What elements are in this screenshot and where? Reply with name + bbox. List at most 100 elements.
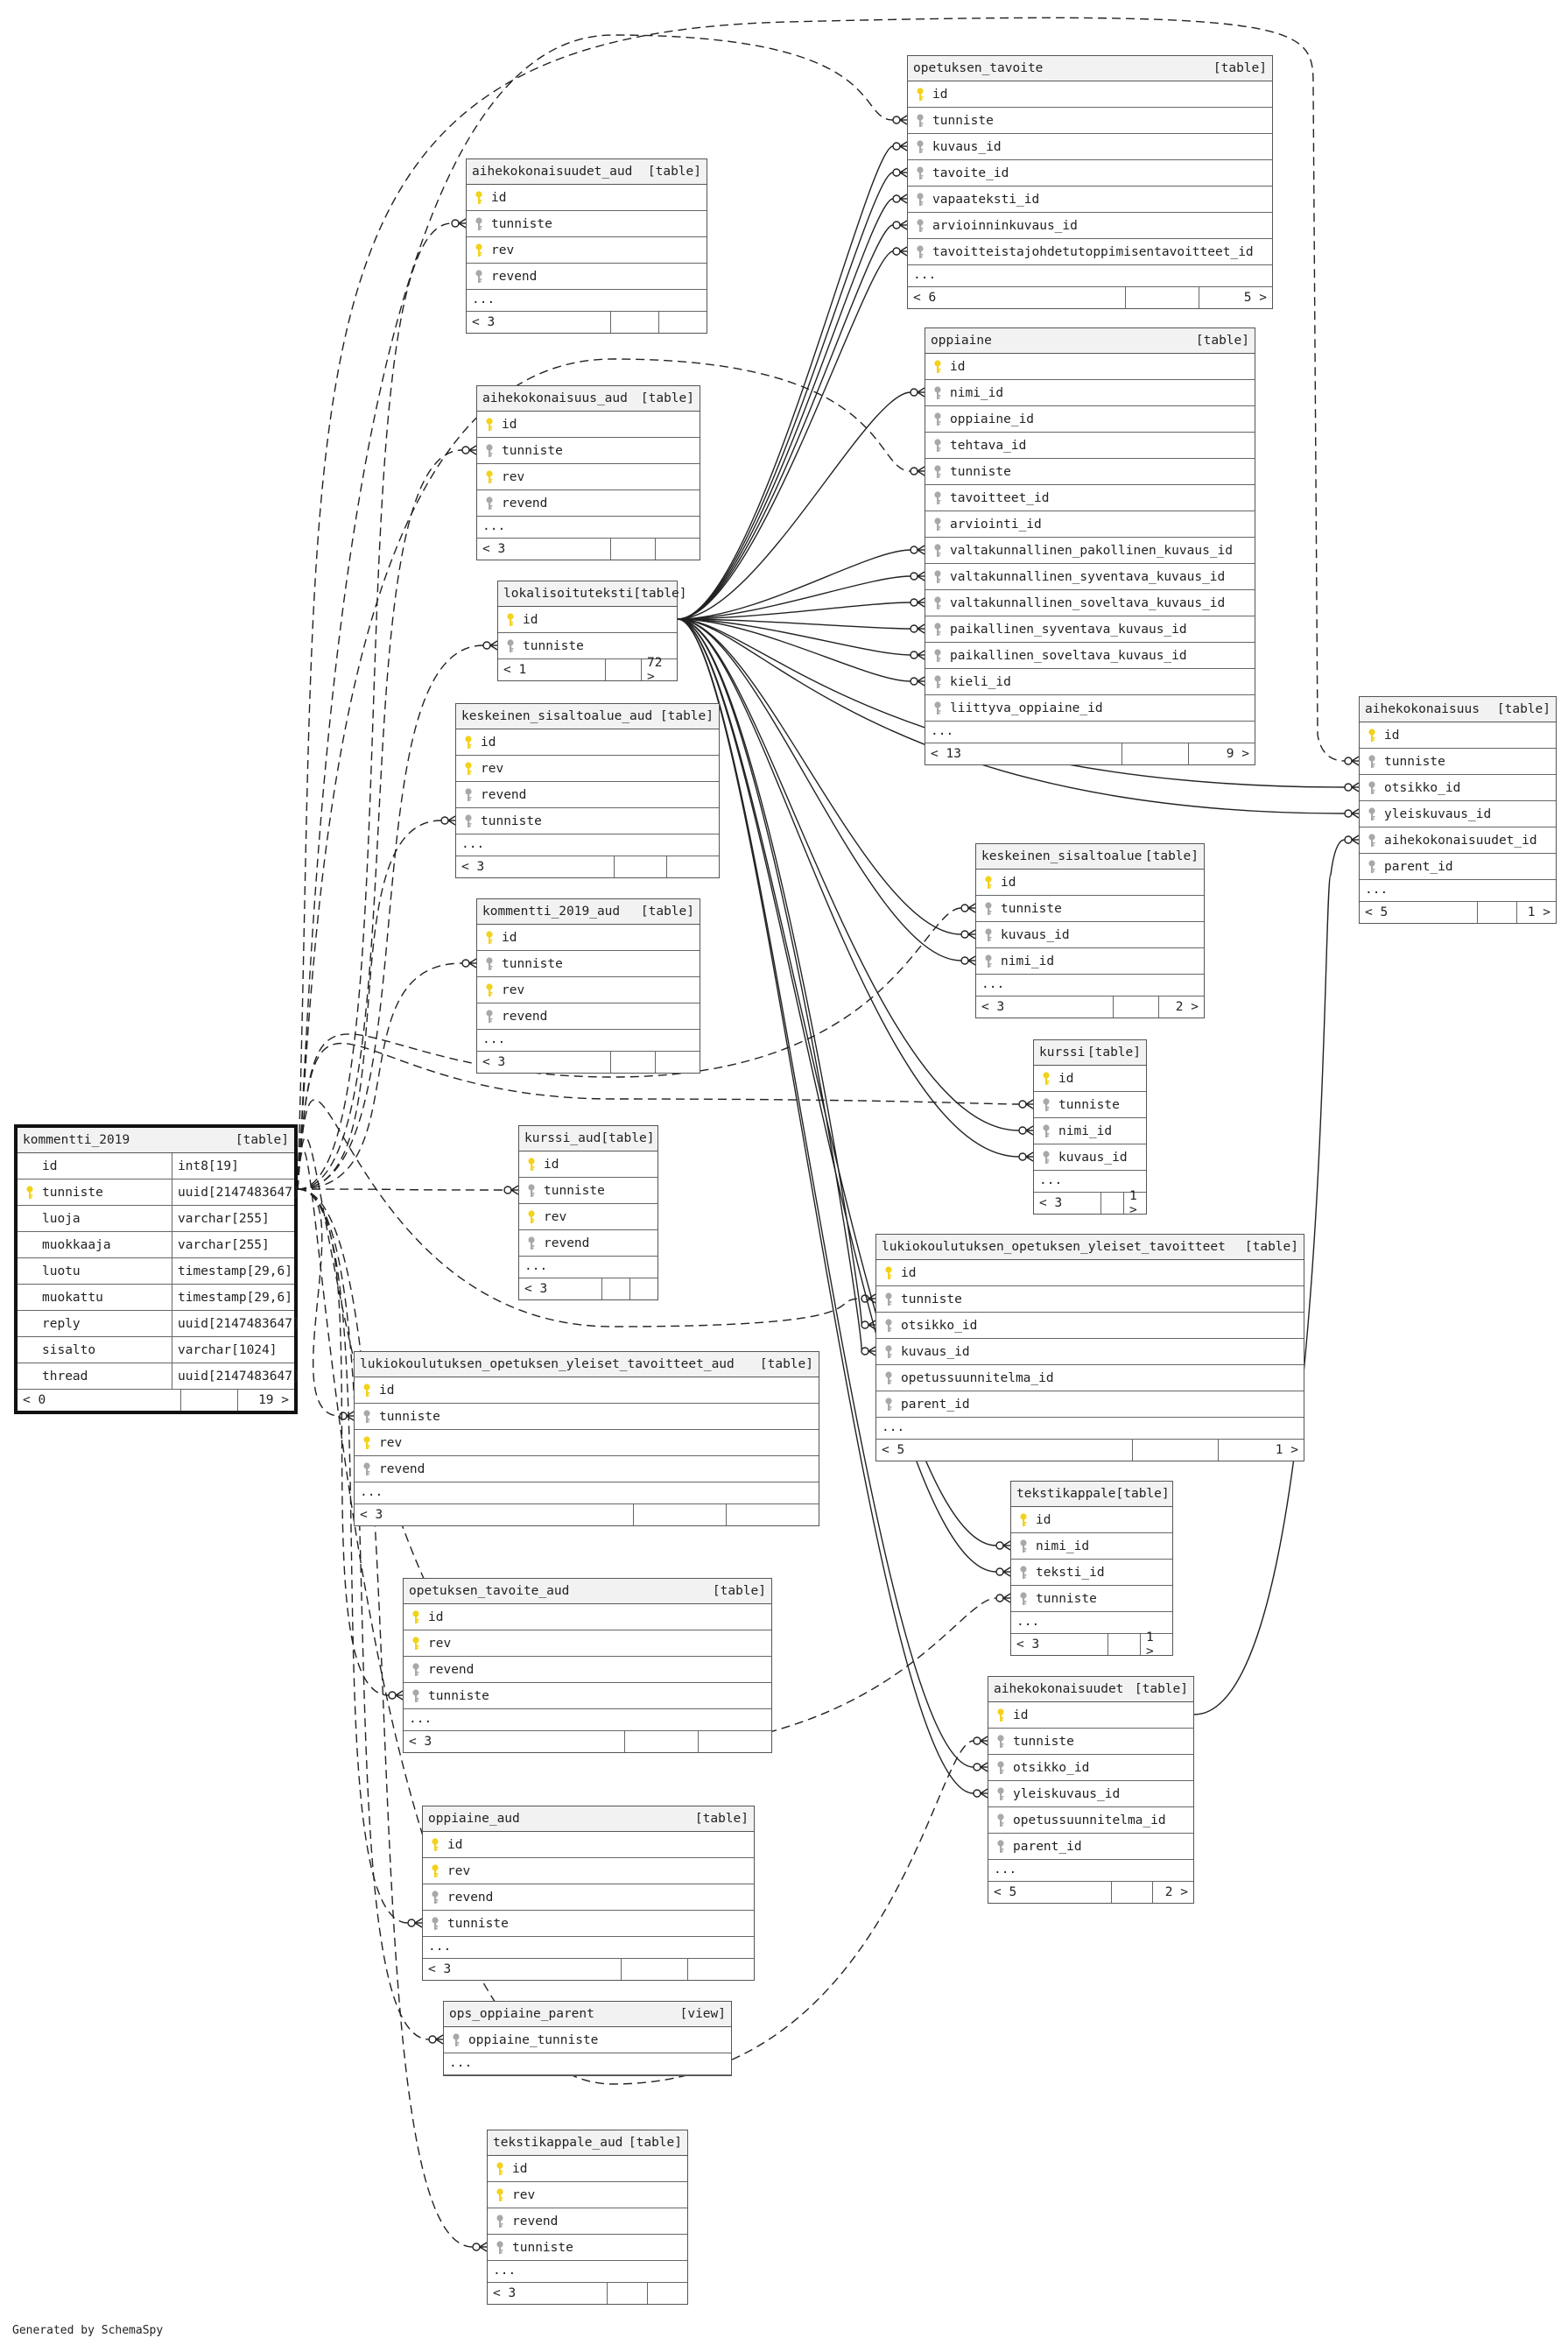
parents-count[interactable] <box>655 1052 700 1073</box>
parents-count[interactable]: 5 > <box>1199 287 1272 308</box>
parents-count[interactable] <box>726 1504 819 1525</box>
column-row[interactable]: tunniste <box>477 438 700 464</box>
column-row[interactable]: tavoitteet_id <box>925 485 1255 511</box>
children-count[interactable]: < 3 <box>482 542 506 556</box>
column-row[interactable]: tunniste <box>519 1178 657 1204</box>
column-row[interactable]: arvioinninkuvaus_id <box>908 213 1272 239</box>
column-row[interactable]: revend <box>355 1456 819 1482</box>
parents-count[interactable] <box>629 1278 657 1299</box>
column-row[interactable]: id <box>456 729 719 756</box>
column-row[interactable]: revend <box>467 264 707 290</box>
column-row[interactable]: oppiaine_id <box>925 406 1255 433</box>
column-row[interactable]: kuvaus_id <box>908 134 1272 160</box>
column-row[interactable]: tunniste <box>404 1683 771 1709</box>
column-row[interactable]: arviointi_id <box>925 511 1255 538</box>
children-count[interactable]: < 3 <box>1039 1196 1063 1210</box>
column-row[interactable]: id <box>988 1702 1193 1729</box>
column-row[interactable]: tehtava_id <box>925 433 1255 459</box>
children-count[interactable]: < 5 <box>1365 905 1389 919</box>
column-row[interactable]: id <box>477 412 700 438</box>
children-count[interactable]: < 3 <box>482 1055 506 1069</box>
table-lukiokoulutuksen-opetuksen-yleiset-tavoitteet-aud[interactable]: lukiokoulutuksen_opetuksen_yleiset_tavoi… <box>354 1351 819 1526</box>
column-row[interactable]: paikallinen_syventava_kuvaus_id <box>925 616 1255 643</box>
parents-count[interactable]: 2 > <box>1152 1882 1193 1903</box>
column-row[interactable]: tunniste <box>1011 1586 1172 1612</box>
children-count[interactable]: < 5 <box>882 1443 905 1457</box>
column-row[interactable]: rev <box>456 756 719 782</box>
column-row[interactable]: otsikko_id <box>876 1313 1304 1339</box>
column-row[interactable]: id <box>477 925 700 951</box>
children-count[interactable]: < 0 <box>23 1393 46 1407</box>
column-row[interactable]: aihekokonaisuudet_id <box>1360 827 1556 854</box>
column-row[interactable]: rev <box>404 1630 771 1657</box>
column-row[interactable]: opetussuunnitelma_id <box>876 1365 1304 1391</box>
parents-count[interactable]: 9 > <box>1188 743 1255 764</box>
table-lukiokoulutuksen-opetuksen-yleiset-tavoitteet[interactable]: lukiokoulutuksen_opetuksen_yleiset_tavoi… <box>875 1234 1304 1461</box>
column-row[interactable]: id <box>1034 1066 1146 1092</box>
column-row[interactable]: rev <box>488 2182 687 2208</box>
column-row[interactable]: nimi_id <box>925 380 1255 406</box>
column-row[interactable]: vapaateksti_id <box>908 187 1272 213</box>
column-row[interactable]: tunniste <box>467 211 707 237</box>
column-row[interactable]: paikallinen_soveltava_kuvaus_id <box>925 643 1255 669</box>
column-row[interactable]: parent_id <box>1360 854 1556 880</box>
column-row[interactable]: id <box>355 1377 819 1404</box>
column-row[interactable]: kieli_id <box>925 669 1255 695</box>
column-row[interactable]: tunniste <box>1034 1092 1146 1118</box>
column-row[interactable]: parent_id <box>988 1834 1193 1860</box>
children-count[interactable]: < 3 <box>524 1282 548 1296</box>
parents-count[interactable] <box>655 539 700 560</box>
column-row[interactable]: id <box>1011 1507 1172 1533</box>
parents-count[interactable] <box>687 1959 754 1980</box>
column-row[interactable]: nimi_id <box>1011 1533 1172 1560</box>
column-row[interactable]: tunniste <box>925 459 1255 485</box>
column-row[interactable]: id <box>498 607 677 633</box>
column-row[interactable]: rev <box>477 464 700 490</box>
parents-count[interactable]: 1 > <box>1140 1630 1172 1658</box>
column-row[interactable]: kuvaus_id <box>976 922 1204 948</box>
column-row[interactable]: rev <box>423 1858 754 1884</box>
column-row[interactable]: nimi_id <box>1034 1118 1146 1144</box>
column-row[interactable]: tunniste <box>498 633 677 659</box>
column-row[interactable]: id <box>423 1832 754 1858</box>
parents-count[interactable]: 1 > <box>1218 1440 1304 1461</box>
column-row[interactable]: rev <box>519 1204 657 1230</box>
children-count[interactable]: < 3 <box>1016 1637 1040 1651</box>
column-row[interactable]: otsikko_id <box>988 1755 1193 1781</box>
children-count[interactable]: < 3 <box>472 315 496 329</box>
column-row[interactable]: id <box>876 1260 1304 1286</box>
column-row[interactable]: id <box>976 870 1204 896</box>
column-row[interactable]: id <box>467 185 707 211</box>
column-row[interactable]: tunniste <box>477 951 700 977</box>
column-row[interactable]: tunniste <box>976 896 1204 922</box>
parents-count[interactable]: 1 > <box>1123 1189 1146 1217</box>
column-row[interactable]: tunniste <box>488 2235 687 2261</box>
parents-count[interactable]: 72 > <box>641 656 677 684</box>
column-row[interactable]: nimi_id <box>976 948 1204 975</box>
column-row[interactable]: yleiskuvaus_id <box>1360 801 1556 827</box>
column-row[interactable]: teksti_id <box>1011 1560 1172 1586</box>
column-row[interactable]: valtakunnallinen_pakollinen_kuvaus_id <box>925 538 1255 564</box>
children-count[interactable]: < 3 <box>360 1508 383 1522</box>
children-count[interactable]: < 13 <box>931 747 961 761</box>
column-row[interactable]: revend <box>404 1657 771 1683</box>
column-row[interactable]: opetussuunnitelma_id <box>988 1807 1193 1834</box>
